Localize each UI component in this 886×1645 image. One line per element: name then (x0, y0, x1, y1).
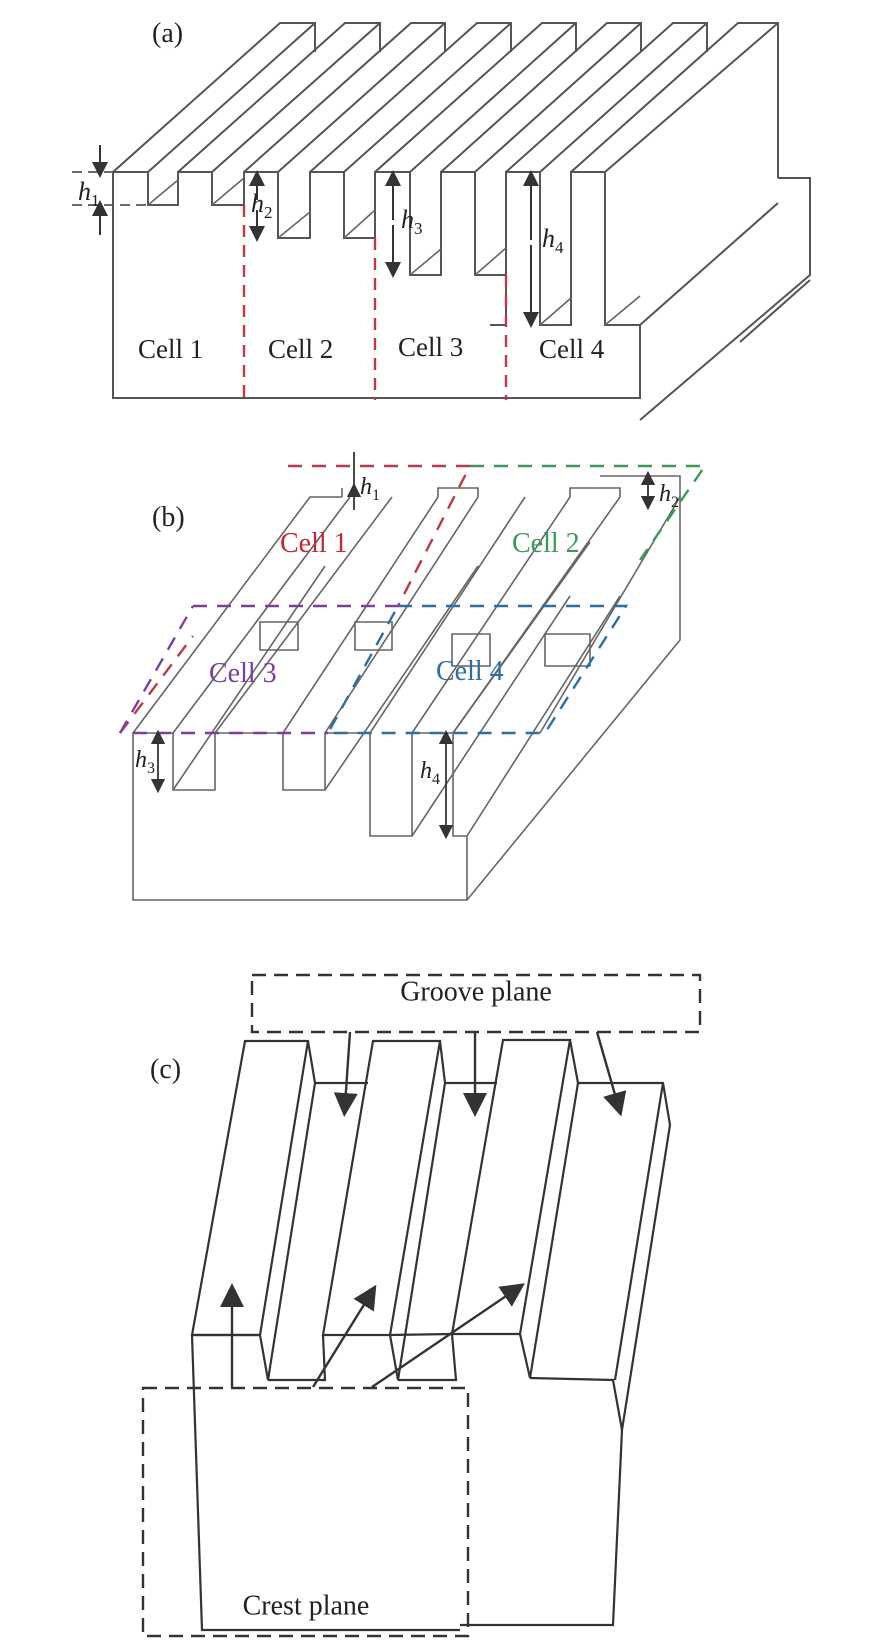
svg-text:h2: h2 (251, 189, 273, 222)
cell-3-outline-b (118, 604, 398, 735)
panel-a-label: (a) (152, 18, 183, 49)
crest-plane-arrows (220, 1283, 525, 1388)
dimension-h3-b: h3 (135, 729, 166, 794)
cell-3-label-a: Cell 3 (398, 332, 463, 362)
cell-4-outline-b (325, 604, 629, 735)
cell-2-outline-b (470, 464, 708, 561)
svg-text:h4: h4 (420, 758, 440, 788)
cell-1-label-a: Cell 1 (138, 334, 203, 364)
groove-plane-label: Groove plane (400, 976, 552, 1007)
svg-text:h2: h2 (659, 481, 679, 511)
cell-1-label-b: Cell 1 (280, 528, 348, 559)
dimension-h2-a: h2 (249, 170, 273, 242)
svg-text:h4: h4 (542, 224, 564, 257)
svg-text:h3: h3 (135, 747, 155, 777)
cell-4-label-b: Cell 4 (436, 656, 504, 687)
svg-text:h3: h3 (401, 205, 423, 238)
svg-text:h1: h1 (78, 177, 100, 210)
panel-b: (b) Cell 1 Cell 2 Cell 3 Cell 4 (118, 452, 708, 901)
panel-a-geometry (112, 22, 811, 421)
panel-c-label: (c) (150, 1054, 181, 1085)
svg-text:h1: h1 (360, 474, 380, 504)
dimension-h4-a: h4 (523, 170, 564, 328)
cell-2-label-a: Cell 2 (268, 334, 333, 364)
cell-4-label-a: Cell 4 (539, 334, 605, 364)
dimension-h1-a: h1 (72, 145, 148, 235)
dimension-h2-b: h2 (640, 470, 679, 511)
cell-2-label-b: Cell 2 (512, 528, 580, 559)
crest-plane-label: Crest plane (243, 1590, 370, 1621)
panel-b-geometry (132, 475, 681, 901)
dimension-h1-b: h1 (346, 452, 380, 510)
crest-plane-box (141, 1386, 470, 1638)
panel-a: (a) h1 (72, 18, 811, 421)
cell-3-label-b: Cell 3 (209, 658, 277, 689)
panel-c-geometry (190, 1038, 672, 1632)
dimension-h4-b: h4 (420, 729, 454, 840)
panel-b-label: (b) (152, 502, 185, 533)
dimension-h3-a: h3 (385, 170, 423, 278)
groove-plane-arrows (333, 1031, 627, 1117)
panel-c: (c) Groove plane (141, 973, 702, 1638)
